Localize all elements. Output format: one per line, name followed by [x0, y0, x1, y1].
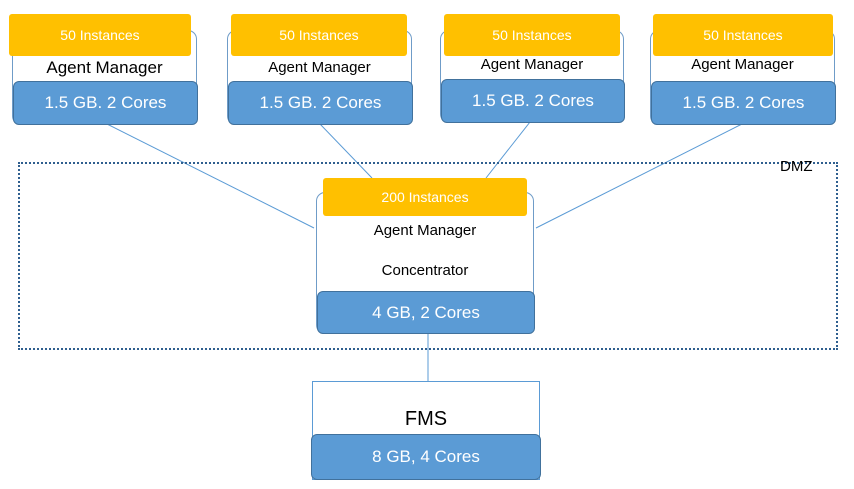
node-title: Agent Manager — [480, 56, 584, 73]
connector-manager-3 — [485, 121, 531, 179]
specs-box: 1.5 GB. 2 Cores — [651, 81, 836, 125]
agent-manager-node-2: 50 Instances Agent Manager 1.5 GB. 2 Cor… — [227, 14, 413, 125]
concentrator-title: Agent Manager — [373, 222, 477, 239]
specs-box: 1.5 GB. 2 Cores — [13, 81, 198, 125]
specs-box: 1.5 GB. 2 Cores — [228, 81, 413, 125]
instances-badge: 50 Instances — [231, 14, 407, 56]
specs-box: 1.5 GB. 2 Cores — [441, 79, 625, 123]
node-title: Agent Manager — [268, 59, 371, 76]
dmz-zone — [18, 162, 838, 350]
node-title: Agent Manager — [46, 58, 163, 77]
instances-badge: 50 Instances — [444, 14, 620, 56]
instances-badge: 200 Instances — [323, 178, 527, 216]
specs-box: 8 GB, 4 Cores — [311, 434, 541, 480]
agent-manager-node-1: 50 Instances Agent Manager 1.5 GB. 2 Cor… — [9, 14, 198, 125]
specs-box: 4 GB, 2 Cores — [317, 291, 535, 334]
fms-title: FMS — [404, 408, 448, 430]
instances-badge: 50 Instances — [653, 14, 833, 56]
connector-manager-4 — [535, 123, 743, 229]
concentrator-node: 200 Instances Agent Manager Concentrator… — [316, 178, 535, 334]
instances-badge: 50 Instances — [9, 14, 191, 56]
agent-manager-node-4: 50 Instances Agent Manager 1.5 GB. 2 Cor… — [650, 14, 836, 125]
node-title: Agent Manager — [691, 56, 794, 73]
concentrator-subtitle: Concentrator — [381, 262, 469, 279]
fms-node: FMS 8 GB, 4 Cores — [311, 381, 541, 480]
connector-manager-2 — [319, 123, 373, 179]
agent-manager-node-3: 50 Instances Agent Manager 1.5 GB. 2 Cor… — [440, 14, 625, 123]
connector-manager-1 — [106, 123, 315, 229]
dmz-label: DMZ — [780, 158, 813, 175]
